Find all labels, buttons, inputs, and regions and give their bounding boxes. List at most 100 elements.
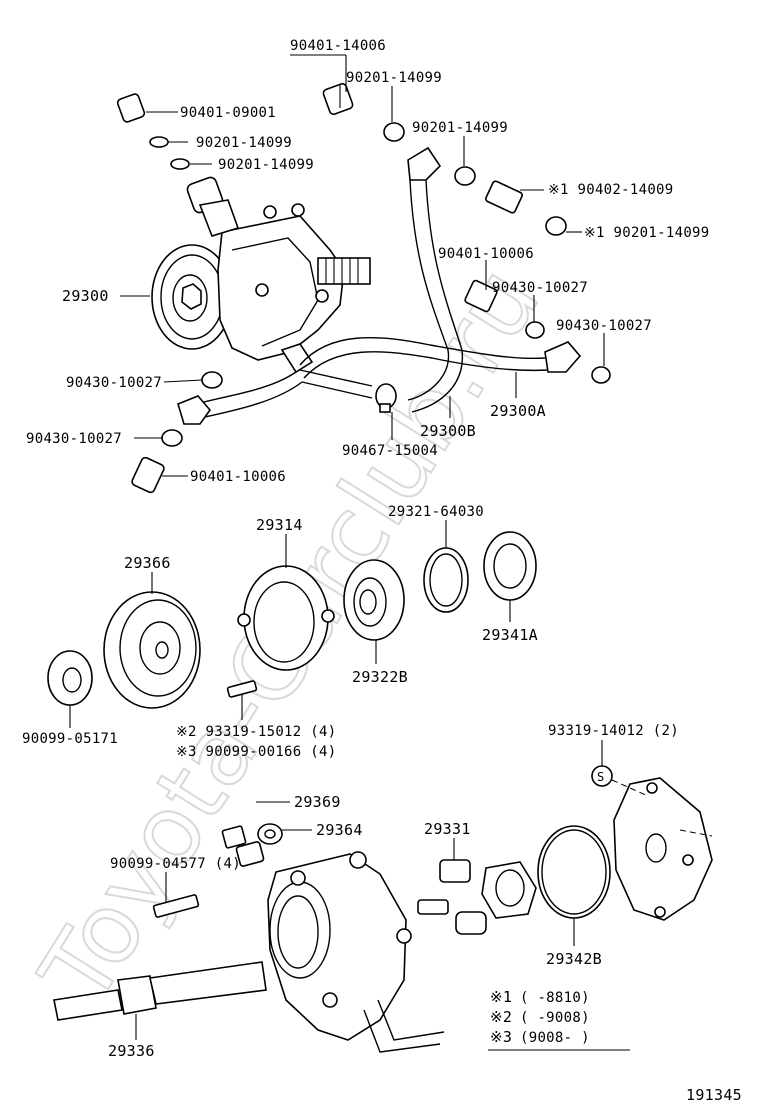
elbow-left <box>177 395 212 425</box>
plate-dash-line <box>679 829 713 837</box>
seal-s-mark-text: S <box>597 770 605 784</box>
label-29321-64030: 29321-64030 <box>388 504 484 520</box>
washer-90430-10027-c <box>201 371 223 389</box>
pump-body-lower <box>267 853 407 1041</box>
middle-parts <box>47 531 537 709</box>
label-90430-10027-a: 90430-10027 <box>492 280 588 296</box>
seal-dash-line <box>611 779 649 797</box>
label-93319-14012: 93319-14012 (2) <box>548 723 679 739</box>
shaft-29336-spline <box>149 961 267 1005</box>
bottom-parts: S <box>53 765 713 1053</box>
legend-range-2: ( -9008) <box>520 1010 590 1026</box>
bolt-90401-09001 <box>116 93 146 123</box>
label-93319-15012: ※2 93319-15012 (4) <box>176 724 336 740</box>
bolt-90401-14006 <box>322 83 354 115</box>
pump-body-edge <box>231 237 319 347</box>
pump-outlet <box>280 343 314 374</box>
label-90467-15004: 90467-15004 <box>342 443 438 459</box>
bearing-29322B <box>343 559 405 641</box>
label-29300: 29300 <box>62 287 109 305</box>
label-90401-14006: 90401-14006 <box>290 38 386 54</box>
washer-29364 <box>257 823 283 845</box>
hose-left-bottom <box>204 381 303 418</box>
hose-29300A-top <box>299 336 546 366</box>
hose-29300B-left <box>407 179 450 401</box>
union-90402-14009 <box>485 180 523 214</box>
label-29341A: 29341A <box>482 626 538 644</box>
hose-29300B-right <box>411 179 464 413</box>
label-90099-05171: 90099-05171 <box>22 731 118 747</box>
label-29331: 29331 <box>424 820 471 838</box>
label-29314: 29314 <box>256 516 303 534</box>
vane-29331-2 <box>417 899 449 915</box>
pump-body <box>217 215 345 361</box>
label-29366: 29366 <box>124 554 171 572</box>
legend: ※1 ( -8810) ※2 ( -9008) ※3 (9008- ) <box>488 988 630 1051</box>
hose-left-top <box>199 371 297 404</box>
legend-range-3: (9008- ) <box>520 1030 590 1046</box>
label-29336: 29336 <box>108 1042 155 1060</box>
leader-lines <box>69 54 605 1040</box>
diagram-id: 191345 <box>686 1086 742 1104</box>
label-29364: 29364 <box>316 821 363 839</box>
sensor-29369-head <box>221 825 247 849</box>
washer-90430-10027-a <box>525 321 545 339</box>
washer-90430-10027-b <box>591 366 611 384</box>
washer-90430-10027-d <box>161 429 183 447</box>
hoses <box>177 146 582 425</box>
lower-outlet-pipe-top <box>363 1009 441 1053</box>
vane-29331-3 <box>455 911 487 935</box>
legend-mark-1: ※1 <box>490 988 512 1006</box>
label-29342B: 29342B <box>546 950 602 968</box>
pump-bolt-4 <box>315 289 329 303</box>
pump-top-block <box>198 199 240 237</box>
label-90201-14099-c: 90201-14099 <box>218 157 314 173</box>
label-29369: 29369 <box>294 793 341 811</box>
washer-90201-14099-a <box>383 122 405 142</box>
pump-bolt-3 <box>255 283 269 297</box>
pump-shaft <box>317 257 371 285</box>
hose-29300A-bottom <box>303 351 549 379</box>
top-fittings <box>116 83 611 494</box>
pipe-lower-top <box>299 369 373 387</box>
label-90201-14099-a: 90201-14099 <box>346 70 442 86</box>
label-90401-10006-b: 90401-10006 <box>190 469 286 485</box>
washer-90201-14099-b <box>149 136 169 148</box>
pump-bolt-1 <box>263 205 277 219</box>
elbow-top <box>407 146 442 181</box>
label-90201-14099-d: 90201-14099 <box>412 120 508 136</box>
label-29322B: 29322B <box>352 668 408 686</box>
label-90401-10006-a: 90401-10006 <box>438 246 534 262</box>
bolt-90401-10006-b <box>131 456 165 494</box>
elbow-right <box>544 341 582 373</box>
washer-90201-14099-c <box>170 158 190 170</box>
pump-bolt-2 <box>291 203 305 217</box>
label-90201-14099-e: ※1 90201-14099 <box>584 225 710 241</box>
rotor <box>481 861 537 919</box>
bolt-90099-04577 <box>152 894 200 918</box>
washer-90201-14099-d <box>454 166 476 186</box>
washer-90201-14099-e <box>545 216 567 236</box>
legend-mark-2: ※2 <box>490 1008 512 1026</box>
legend-range-1: ( -8810) <box>520 990 590 1006</box>
pump-pulley-nut <box>181 283 202 310</box>
pulley-29366 <box>103 591 201 709</box>
pump-pulley-hub <box>172 274 208 322</box>
lower-outlet-pipe-bottom <box>377 999 445 1041</box>
shaft-29336-collar <box>117 975 157 1015</box>
hose-clip-screw <box>379 403 391 413</box>
oring-29342B <box>537 825 611 919</box>
label-90401-09001: 90401-09001 <box>180 105 276 121</box>
label-90430-10027-b: 90430-10027 <box>556 318 652 334</box>
nut-90099-05171 <box>47 650 93 706</box>
vane-29331-1 <box>439 859 471 883</box>
vacuum-pump-assembly <box>151 176 371 374</box>
bolt-93319-15012 <box>226 680 258 698</box>
shaft-29336-thread <box>53 989 123 1021</box>
end-plate <box>613 777 713 921</box>
callout-labels: 90401-14006 90201-14099 90401-09001 9020… <box>22 38 710 1060</box>
label-29300B: 29300B <box>420 422 476 440</box>
label-90099-00166: ※3 90099-00166 (4) <box>176 744 336 760</box>
label-90430-10027-d: 90430-10027 <box>26 431 122 447</box>
